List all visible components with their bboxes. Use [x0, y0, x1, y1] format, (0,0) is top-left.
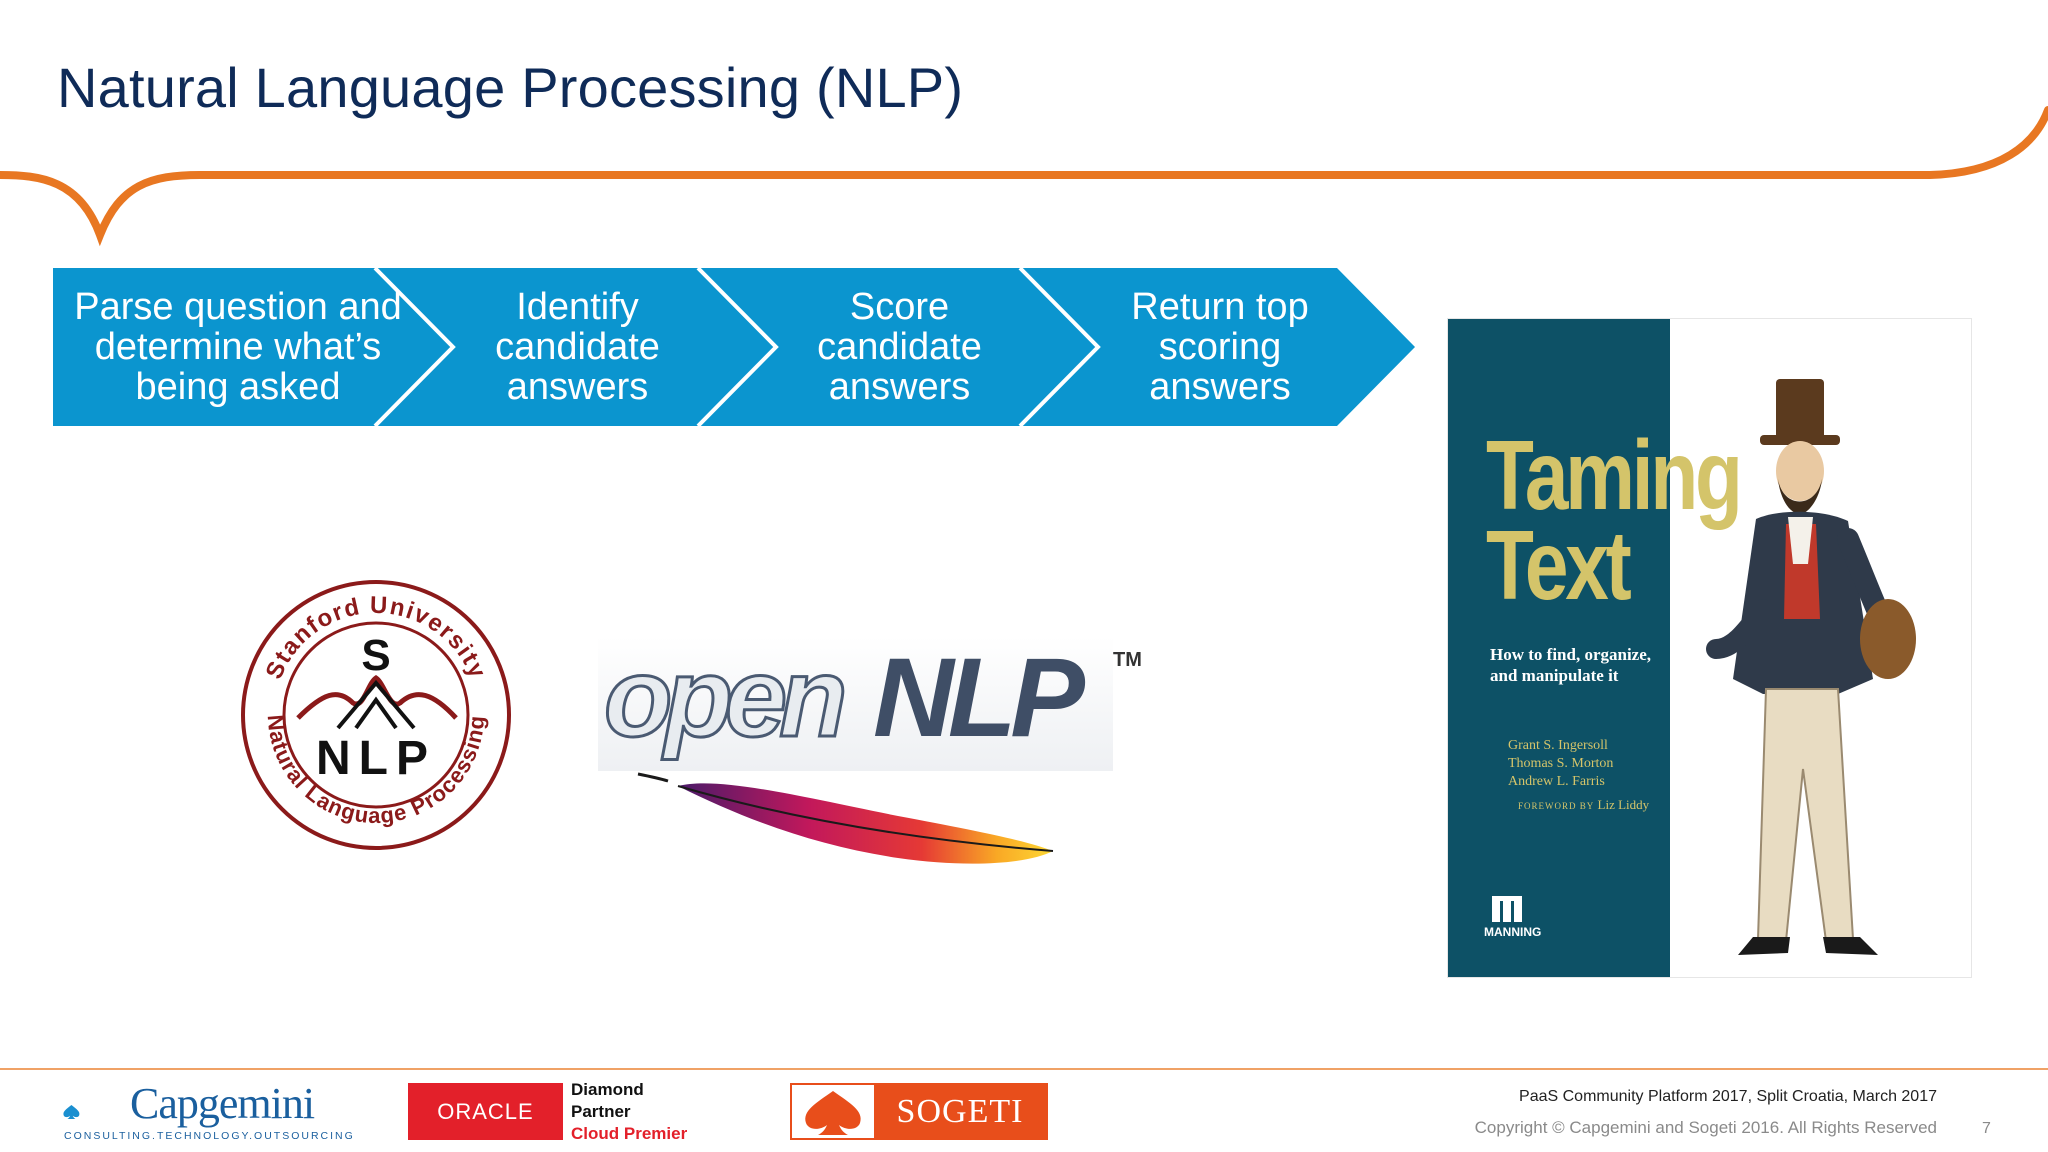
opennlp-logo: open NLP TM	[598, 636, 1142, 864]
orange-swoosh-divider	[0, 106, 2048, 247]
capgemini-spade-icon	[63, 1105, 80, 1119]
oracle-partner-label: Diamond Partner Cloud Premier	[571, 1080, 688, 1143]
chevron-step-3	[698, 268, 1098, 426]
capgemini-logo-text: Capgemini	[130, 1079, 315, 1128]
process-step-2: Identify candidate answers	[495, 286, 660, 408]
sogeti-logo: SOGETI	[790, 1083, 1048, 1140]
stanford-nlp-logo: Stanford University Natural Language Pro…	[241, 580, 511, 850]
book-foreword: FOREWORD BY Liz Liddy	[1518, 797, 1650, 812]
process-chevrons	[53, 268, 1415, 426]
book-publisher: MANNING	[1484, 925, 1542, 939]
opennlp-trademark: TM	[1113, 649, 1142, 671]
process-step-3: Score candidate answers	[817, 286, 982, 408]
book-title-line1: Taming	[1486, 420, 1743, 530]
apache-feather-icon	[678, 783, 1053, 864]
book-subtitle: How to find, organize, and manipulate it	[1490, 645, 1652, 685]
page-number: 7	[1982, 1120, 1991, 1137]
slide-title: Natural Language Processing (NLP)	[57, 56, 964, 119]
victorian-gentleman-illustration	[1706, 379, 1916, 955]
stanford-letter-s: S	[361, 631, 390, 680]
book-title-line2: Text	[1486, 510, 1632, 620]
footer-event-text: PaaS Community Platform 2017, Split Croa…	[1519, 1088, 1937, 1105]
footer-divider	[0, 1068, 2048, 1070]
opennlp-text-open: open	[604, 636, 843, 760]
chevron-step-4	[1020, 268, 1415, 426]
stanford-initials: NLP	[316, 732, 436, 785]
chevron-step-1	[53, 268, 453, 426]
book-authors: Grant S. Ingersoll Thomas S. Morton Andr…	[1508, 738, 1614, 789]
process-step-4: Return top scoring answers	[1131, 286, 1309, 408]
sogeti-spade-icon	[805, 1091, 861, 1135]
process-step-1: Parse question and determine what’s bein…	[74, 286, 402, 408]
book-cover-panel	[1448, 319, 1670, 977]
taming-text-book-cover: Taming Text How to find, organize, and m…	[1447, 318, 1972, 978]
capgemini-tagline: CONSULTING.TECHNOLOGY.OUTSOURCING	[64, 1130, 355, 1142]
opennlp-text-nlp: NLP	[873, 636, 1085, 760]
oracle-logo: ORACLE	[408, 1083, 563, 1140]
chevron-step-2	[375, 268, 776, 426]
manning-logo-icon	[1492, 896, 1522, 922]
footer-copyright: Copyright © Capgemini and Sogeti 2016. A…	[1474, 1118, 1937, 1137]
